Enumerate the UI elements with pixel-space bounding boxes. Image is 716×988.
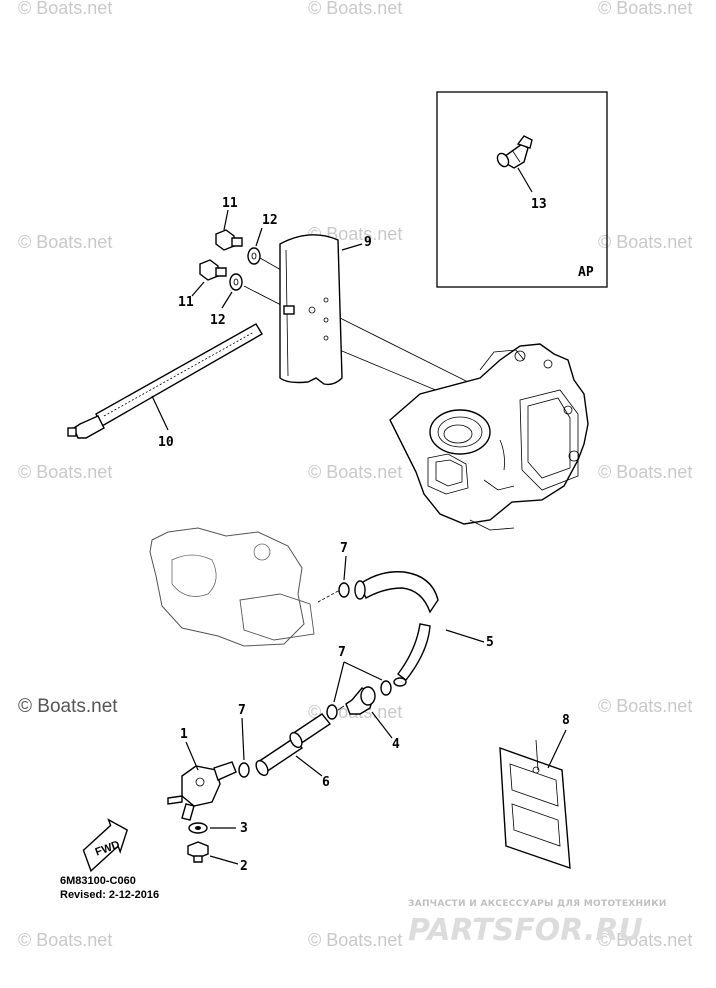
callout-10: 10 [158, 435, 174, 450]
watermark: © Boats.net [308, 0, 402, 18]
callout-6: 6 [322, 775, 330, 790]
callout-12-upper: 12 [262, 213, 278, 228]
part-13-fitting[interactable] [495, 135, 533, 169]
main-watermark: © Boats.net [18, 696, 118, 717]
part-7-clip-mid-right[interactable] [380, 680, 392, 696]
part-1-fuel-cock[interactable] [167, 761, 237, 821]
part-10-cable-tie[interactable] [67, 323, 263, 439]
carburetor-outline [149, 527, 315, 647]
callout-12-lower: 12 [210, 313, 226, 328]
watermark: © Boats.net [18, 462, 112, 482]
partsfor-tagline: ЗАПЧАСТИ И АКСЕССУАРЫ ДЛЯ МОТОТЕХНИКИ [408, 899, 667, 909]
callout-7-middle: 7 [338, 645, 346, 660]
callout-4: 4 [392, 737, 400, 752]
callout-11-upper: 11 [222, 196, 238, 211]
part-8-label[interactable] [499, 739, 571, 870]
part-7-clip-lower[interactable] [238, 762, 250, 778]
callout-3: 3 [240, 821, 248, 836]
watermark: © Boats.net [598, 696, 692, 716]
callout-11-lower: 11 [178, 295, 194, 310]
inset-label: AP [578, 265, 594, 280]
watermark: © Boats.net [598, 0, 692, 18]
watermark: © Boats.net [598, 232, 692, 252]
part-6-hose[interactable] [254, 713, 332, 777]
callout-8: 8 [562, 713, 570, 728]
callout-5: 5 [486, 635, 494, 650]
watermark: © Boats.net [18, 232, 112, 252]
part-12-washer-lower[interactable] [229, 273, 243, 291]
partsfor-watermark: ЗАПЧАСТИ И АКСЕССУАРЫ ДЛЯ МОТОТЕХНИКИ PA… [408, 899, 667, 948]
callout-7-upper: 7 [340, 541, 348, 556]
part-9-cover[interactable] [279, 234, 343, 386]
watermark: © Boats.net [308, 462, 402, 482]
diagram-code: 6M83100-C060 [60, 875, 136, 887]
part-3-washer[interactable] [188, 822, 208, 834]
watermark: © Boats.net [598, 930, 692, 950]
callout-1: 1 [180, 727, 188, 742]
callout-9: 9 [364, 235, 372, 250]
watermark-layer: © Boats.net © Boats.net © Boats.net © Bo… [18, 0, 692, 950]
partsfor-logo: PARTSFOR.RU [408, 913, 643, 948]
watermark: © Boats.net [18, 0, 112, 18]
engine-block [389, 343, 589, 531]
fwd-arrow-icon: FWD [82, 818, 129, 873]
part-12-washer-upper[interactable] [247, 247, 261, 265]
part-7-clip-upper[interactable] [338, 582, 350, 598]
callout-2: 2 [240, 859, 248, 874]
part-4-fuel-joint[interactable] [337, 686, 376, 715]
part-11-bolt-lower[interactable] [199, 259, 227, 281]
revision-date: Revised: 2-12-2016 [60, 889, 159, 901]
watermark: © Boats.net [18, 930, 112, 950]
callout-13: 13 [531, 197, 547, 212]
watermark: © Boats.net [598, 462, 692, 482]
part-2-screw[interactable] [187, 841, 209, 863]
part-5-fuel-hose[interactable] [354, 571, 439, 687]
inset-box: 13 AP [436, 91, 608, 288]
watermark: © Boats.net [308, 930, 402, 950]
callout-7-lower: 7 [238, 703, 246, 718]
part-11-bolt-upper[interactable] [215, 229, 243, 251]
part-7-clip-mid-left[interactable] [326, 704, 338, 720]
